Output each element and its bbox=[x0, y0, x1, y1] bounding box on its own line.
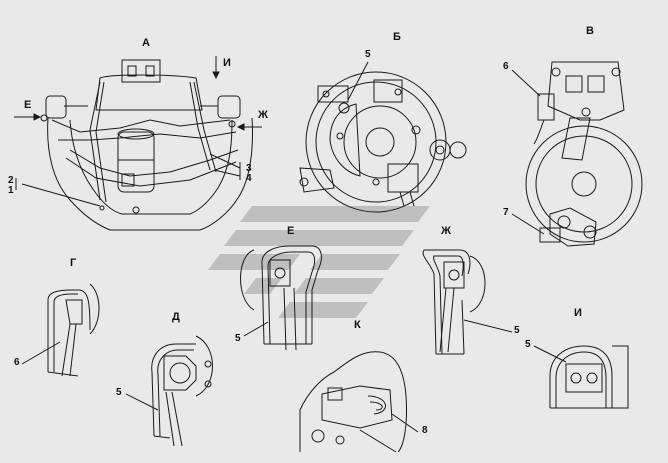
callout-3: 3 bbox=[246, 163, 252, 174]
view-b-drawing bbox=[299, 61, 467, 213]
view-k-drawing bbox=[299, 351, 419, 453]
view-label-e: Е bbox=[287, 225, 295, 237]
view-label-g: Г bbox=[70, 257, 77, 269]
view-e-drawing bbox=[240, 245, 322, 351]
arrow-label-e: Е bbox=[24, 99, 32, 111]
view-d-drawing bbox=[125, 335, 213, 447]
arrow-label-zh: Ж bbox=[258, 109, 268, 121]
watermark-logo bbox=[208, 206, 430, 318]
callout-5-zh: 5 bbox=[514, 325, 520, 336]
view-label-zh: Ж bbox=[441, 225, 451, 237]
view-g-drawing bbox=[21, 283, 100, 377]
callout-1: 1 bbox=[8, 185, 14, 196]
callout-5-top: 5 bbox=[365, 49, 371, 60]
view-i-drawing bbox=[533, 345, 629, 409]
view-label-a: А bbox=[142, 37, 150, 49]
view-label-v: В bbox=[586, 25, 594, 37]
view-a-drawing bbox=[14, 56, 262, 231]
callout-8: 8 bbox=[422, 425, 428, 436]
callout-5-d: 5 bbox=[116, 387, 122, 398]
arrow-label-i: И bbox=[223, 57, 231, 69]
callout-6-g: 6 bbox=[14, 357, 20, 368]
callout-5-e: 5 bbox=[235, 333, 241, 344]
view-label-k: К bbox=[354, 319, 361, 331]
callout-7: 7 bbox=[503, 207, 509, 218]
view-label-b: Б bbox=[393, 31, 401, 43]
view-label-d: Д bbox=[172, 311, 180, 323]
view-label-i: И bbox=[574, 307, 582, 319]
view-zh-drawing bbox=[422, 249, 513, 355]
callout-5-i: 5 bbox=[525, 339, 531, 350]
view-v-drawing bbox=[511, 61, 643, 247]
callout-6-top: 6 bbox=[503, 61, 509, 72]
callout-2: 2 bbox=[8, 175, 14, 186]
callout-4: 4 bbox=[246, 173, 252, 184]
